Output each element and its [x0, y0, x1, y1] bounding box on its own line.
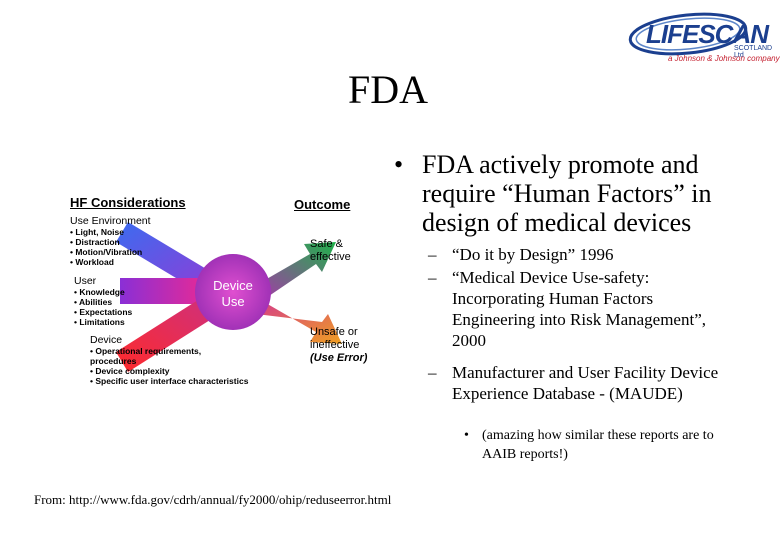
- lifescan-logo: LIFESCAN SCOTLAND Ltd a Johnson & Johnso…: [626, 8, 780, 66]
- list-item: Light, Noise: [70, 227, 151, 237]
- list-item: Abilities: [74, 297, 132, 307]
- list-item: Knowledge: [74, 287, 132, 297]
- slide-title: FDA: [348, 67, 429, 112]
- unsafe-outcome-label: Unsafe or ineffective (Use Error): [310, 326, 367, 365]
- safe-arrow: [258, 242, 336, 298]
- use-error-label: (Use Error): [310, 352, 368, 364]
- sub-sub-bullet-text: (amazing how similar these reports are t…: [482, 428, 714, 462]
- outcome-title: Outcome: [294, 197, 351, 212]
- list-item: Operational requirements, procedures: [90, 346, 220, 366]
- main-bullet-text: FDA actively promote and require “Human …: [422, 150, 712, 237]
- device-use-label: Device Use: [203, 278, 263, 310]
- user-section: User Knowledge Abilities Expectations Li…: [74, 275, 132, 327]
- unsafe-line2: ineffective: [310, 339, 360, 351]
- list-item: Distraction: [70, 237, 151, 247]
- logo-swoosh-icon: [628, 12, 748, 56]
- dash-icon: –: [428, 245, 437, 264]
- device-use-line2: Use: [221, 294, 245, 309]
- bullet-dot-icon: •: [464, 428, 469, 443]
- list-item: Specific user interface characteristics: [90, 376, 248, 386]
- safe-outcome-label: Safe & effective: [310, 238, 351, 264]
- list-item: Limitations: [74, 317, 132, 327]
- unsafe-arrow: [256, 302, 342, 344]
- logo-company: a Johnson & Johnson company: [668, 54, 780, 63]
- user-heading: User: [74, 275, 97, 287]
- dash-icon: –: [428, 268, 437, 287]
- dash-icon: –: [428, 363, 437, 382]
- sub-bullet-text: Manufacturer and User Facility Device Ex…: [452, 363, 719, 403]
- use-environment-heading: Use Environment: [70, 215, 151, 227]
- bullet-dot-icon: •: [394, 150, 404, 179]
- list-item: Device complexity: [90, 366, 248, 376]
- sub-bullet-text: “Medical Device Use-safety: Incorporatin…: [452, 268, 706, 350]
- safe-line1: Safe &: [310, 238, 344, 250]
- list-item: Motion/Vibration: [70, 247, 151, 257]
- safe-line2: effective: [310, 251, 351, 263]
- unsafe-line1: Unsafe or: [310, 326, 358, 338]
- list-item: Workload: [70, 257, 151, 267]
- logo-wordmark: LIFESCAN: [646, 19, 769, 49]
- use-environment-section: Use Environment Light, Noise Distraction…: [70, 215, 151, 267]
- list-item: Expectations: [74, 307, 132, 317]
- device-use-line1: Device: [213, 278, 253, 293]
- sub-bullet-text: “Do it by Design” 1996: [452, 245, 614, 264]
- device-heading: Device: [90, 334, 123, 346]
- hf-diagram: HF Considerations Outcome Use Environmen…: [58, 192, 388, 392]
- source-citation: From: http://www.fda.gov/cdrh/annual/fy2…: [34, 492, 392, 507]
- device-use-circle: [195, 254, 271, 330]
- user-arrow: [120, 278, 200, 304]
- logo-region: SCOTLAND Ltd: [734, 45, 773, 59]
- device-section: Device Operational requirements, procedu…: [90, 334, 248, 386]
- hf-considerations-title: HF Considerations: [70, 195, 186, 210]
